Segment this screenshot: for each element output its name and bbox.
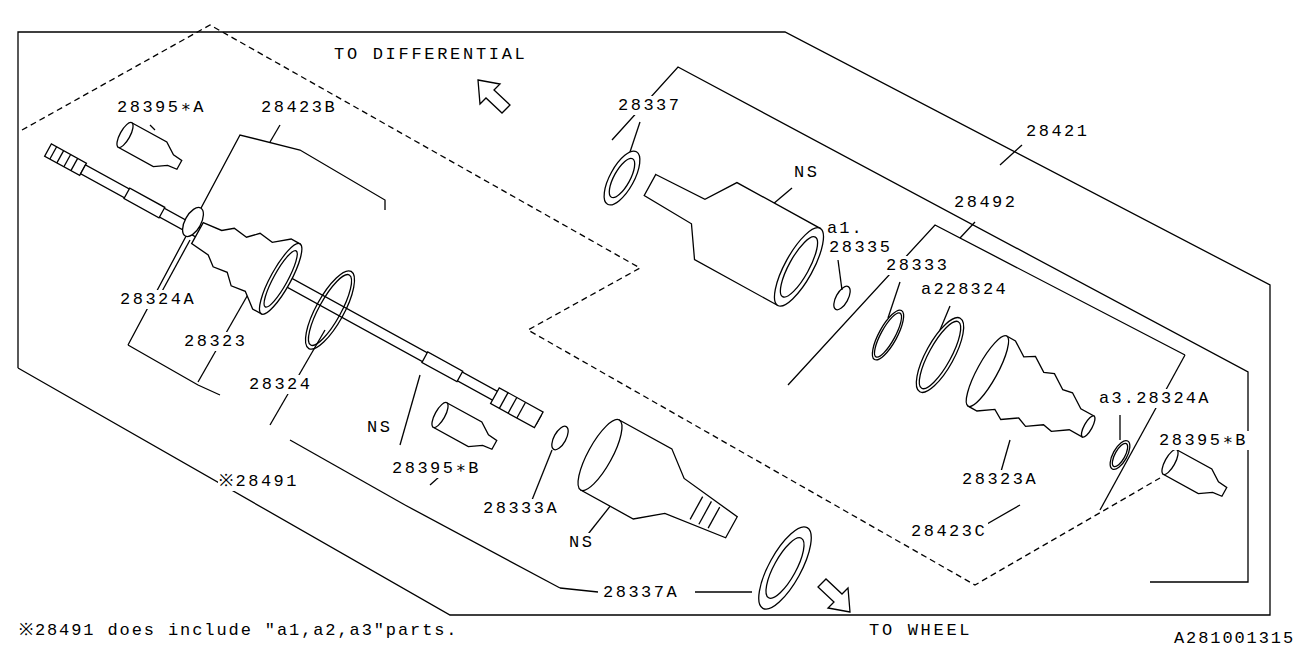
callout-number: 28323A	[961, 470, 1039, 489]
callout-number: ※28491	[218, 472, 300, 491]
callout-number: a3.28324A	[1098, 389, 1212, 408]
leader-line	[960, 222, 975, 238]
clamp-band	[297, 265, 364, 356]
leader-line	[160, 240, 190, 295]
direction-arrow	[818, 579, 850, 612]
callout-number: 28423C	[910, 522, 988, 541]
snap-ring	[867, 306, 910, 364]
callout-number: 28333A	[482, 499, 560, 518]
leader-line	[290, 440, 405, 505]
dashed-boundary	[22, 25, 1160, 585]
callout-number: a228324	[920, 280, 1009, 299]
boot	[178, 198, 309, 319]
callout-number: TO WHEEL	[868, 621, 973, 640]
leader-line	[1000, 145, 1022, 165]
callout-number: 28333	[885, 256, 951, 275]
clamp-band	[907, 311, 972, 398]
callout-number: 28324A	[119, 290, 197, 309]
abs-ring	[597, 146, 647, 210]
callout-number: 28492	[953, 193, 1019, 212]
boot	[959, 331, 1111, 463]
abs-ring	[749, 520, 821, 616]
group-bracket	[128, 345, 220, 395]
callout-number: 28395∗B	[391, 459, 482, 478]
leader-line	[560, 588, 598, 592]
callout-number: 28423B	[260, 98, 338, 117]
callout-number: 28421	[1025, 122, 1091, 141]
callout-number: 28337	[617, 96, 683, 115]
leader-line	[270, 125, 280, 142]
footnote: ※28491 does include "a1,a2,a3"parts.	[18, 621, 459, 640]
callout-number: 28395∗A	[116, 98, 207, 117]
clamp-band	[1106, 438, 1134, 473]
callout-number: 28337A	[602, 583, 680, 602]
leader-line	[150, 125, 155, 130]
callout-number: NS	[793, 163, 820, 182]
leader-line	[695, 591, 752, 592]
leader-line	[1119, 415, 1120, 440]
group-frame	[18, 32, 1270, 615]
callout-number: 28395∗B	[1158, 431, 1249, 450]
grease-tube	[1159, 447, 1231, 504]
leader-line	[530, 450, 552, 505]
drawing-number: A281001315	[1173, 629, 1296, 648]
callout-number: a1.	[826, 219, 865, 238]
grease-tube	[429, 400, 501, 457]
inner-joint	[629, 146, 833, 312]
circlip	[830, 284, 853, 313]
direction-arrow	[478, 80, 510, 113]
callout-number: 28323	[183, 332, 249, 351]
callout-number: 28324	[248, 375, 314, 394]
callout-number: TO DIFFERENTIAL	[333, 45, 529, 64]
outer-joint	[570, 414, 751, 562]
callout-number: NS	[568, 533, 595, 552]
grease-tube	[114, 120, 186, 177]
leader-line	[940, 306, 950, 330]
leader-line	[630, 122, 640, 152]
drive-shaft	[44, 142, 543, 428]
leader-line	[400, 375, 420, 445]
callout-number: NS	[366, 418, 393, 437]
circlip	[548, 424, 571, 453]
callout-number: 28335	[828, 238, 894, 257]
leader-line	[838, 260, 842, 290]
clamp-band	[178, 204, 207, 240]
